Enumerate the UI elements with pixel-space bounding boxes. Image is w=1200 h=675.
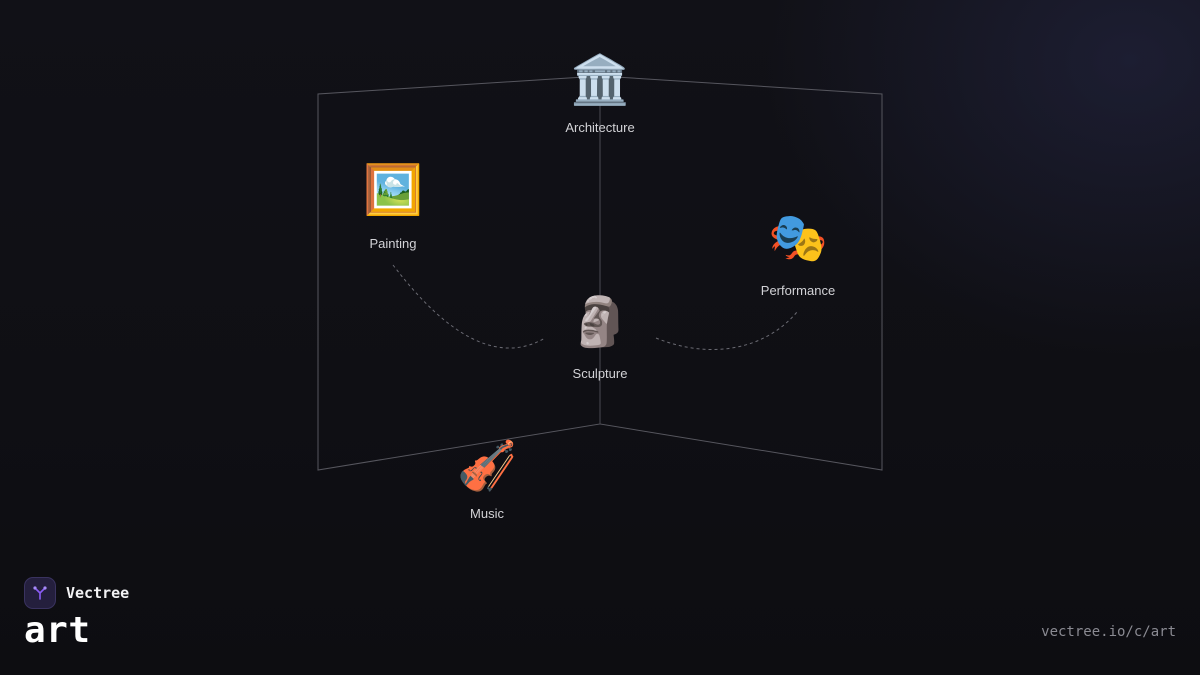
page-title: art bbox=[24, 610, 91, 651]
edge-sculpture-performance bbox=[655, 311, 798, 350]
edge-painting-sculpture bbox=[392, 264, 546, 349]
edges bbox=[392, 264, 798, 350]
node-label-architecture: Architecture bbox=[565, 120, 635, 135]
book-left-page bbox=[317, 75, 601, 471]
node-painting[interactable]: 🖼️ Painting bbox=[313, 158, 473, 251]
violin-icon: 🎻 bbox=[457, 438, 517, 494]
page-url[interactable]: vectree.io/c/art bbox=[1041, 624, 1176, 640]
brand-name: Vectree bbox=[66, 584, 130, 602]
framed-picture-icon: 🖼️ bbox=[363, 162, 423, 218]
node-sculpture[interactable]: 🗿 Sculpture bbox=[520, 290, 680, 381]
vectree-logo-mark bbox=[33, 586, 47, 600]
moai-statue-icon: 🗿 bbox=[570, 294, 630, 350]
node-architecture[interactable]: 🏛️ Architecture bbox=[520, 48, 680, 135]
node-label-performance: Performance bbox=[760, 283, 836, 298]
node-performance[interactable]: 🎭 Performance bbox=[718, 206, 878, 298]
book-frame bbox=[317, 75, 883, 471]
node-label-music: Music bbox=[470, 506, 504, 521]
node-music[interactable]: 🎻 Music bbox=[407, 434, 567, 521]
node-label-sculpture: Sculpture bbox=[572, 366, 628, 381]
performing-arts-masks-icon: 🎭 bbox=[768, 210, 828, 266]
brand[interactable]: Vectree bbox=[24, 577, 129, 609]
vectree-tree-icon bbox=[24, 577, 56, 609]
classical-building-icon: 🏛️ bbox=[570, 52, 630, 108]
node-label-painting: Painting bbox=[369, 236, 417, 251]
